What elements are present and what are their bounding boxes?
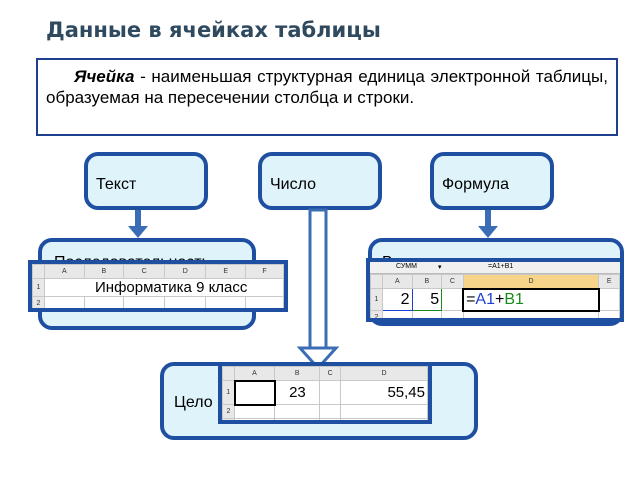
col-header: D	[164, 264, 207, 279]
row-header: 2	[222, 404, 235, 419]
row-header: 2	[370, 310, 383, 318]
arrow-number	[296, 208, 340, 371]
type-node-text: Текст	[84, 152, 208, 210]
row-header: 3	[222, 418, 235, 420]
arrow-formula	[478, 210, 498, 238]
formula-ref-b1: B1	[504, 290, 524, 308]
formula-bar[interactable]: =A1+B1	[488, 263, 514, 270]
cell-a1[interactable]: 2	[382, 288, 413, 311]
col-header: C	[441, 274, 464, 289]
number-subnode-label: Цело	[174, 394, 213, 411]
definition-term: Ячейка	[74, 67, 135, 86]
cell-b1[interactable]: 23	[273, 380, 321, 405]
formula-sheet: СУММ ▾ =A1+B1 A B C D E 1 2 5 =A1+B1 2	[366, 258, 624, 322]
row-header: 1	[370, 288, 383, 311]
col-header: A	[382, 274, 413, 289]
page-title: Данные в ячейках таблицы	[46, 18, 381, 42]
col-header: A	[234, 366, 275, 381]
number-sheet: A B C D 1 23 55,45 2 3	[218, 362, 432, 424]
col-header: A	[44, 264, 85, 279]
col-header: D	[462, 274, 600, 289]
col-header: B	[411, 274, 443, 289]
cell-a1-selected[interactable]	[233, 379, 276, 406]
formula-eq: =	[466, 290, 476, 308]
definition-box: Ячейка - наименьшая структурная единица …	[36, 58, 618, 136]
arrow-text	[128, 210, 148, 238]
type-label-text: Текст	[96, 176, 137, 193]
col-header: C	[123, 264, 166, 279]
col-header: E	[205, 264, 246, 279]
row-header: 1	[32, 278, 45, 297]
cell-d1[interactable]: 55,45	[339, 380, 428, 405]
formula-plus: +	[494, 290, 505, 308]
row-header: 1	[222, 380, 235, 405]
col-header: E	[598, 274, 620, 289]
namebox[interactable]: СУММ	[396, 263, 417, 270]
chevron-down-icon[interactable]: ▾	[438, 264, 442, 271]
type-label-number: Число	[270, 176, 317, 193]
text-cell-value: Информатика 9 класс	[44, 278, 284, 297]
definition-text: - наименьшая структурная единица электро…	[46, 67, 608, 107]
type-node-number: Число	[258, 152, 382, 210]
cell-d1-formula[interactable]: =A1+B1	[462, 287, 600, 312]
type-node-formula: Формула	[430, 152, 554, 210]
cell-b1[interactable]: 5	[411, 288, 443, 311]
col-header: D	[339, 366, 428, 381]
col-header: F	[244, 264, 284, 279]
col-header: B	[273, 366, 321, 381]
text-sheet: A B C D E F 1 Информатика 9 класс 2	[28, 260, 288, 312]
type-label-formula: Формула	[442, 176, 510, 193]
col-header: C	[319, 366, 341, 381]
row-header: 2	[32, 296, 45, 308]
formula-ref-a1: A1	[475, 290, 495, 308]
col-header: B	[83, 264, 125, 279]
